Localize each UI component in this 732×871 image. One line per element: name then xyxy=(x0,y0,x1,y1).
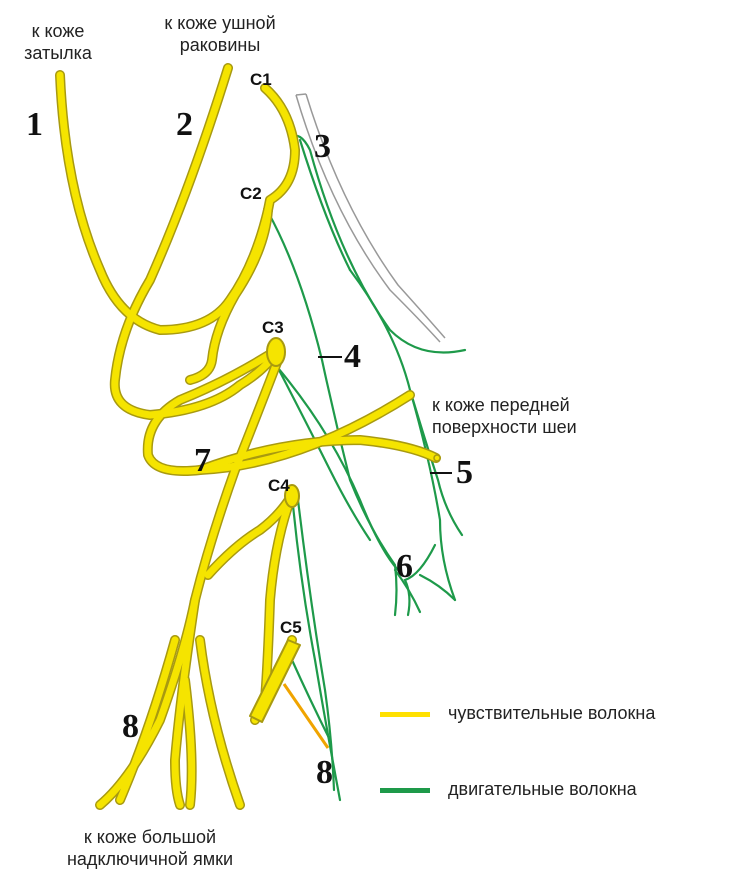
motor-branch-3 xyxy=(288,134,467,354)
caption-auricle-line2: раковины xyxy=(179,35,261,55)
label-3: 3 xyxy=(314,128,331,165)
label-1: 1 xyxy=(26,106,43,143)
segment-c1: C1 xyxy=(250,70,272,89)
label-2: 2 xyxy=(176,106,193,143)
caption-anterior-neck-line1: к коже передней xyxy=(432,395,570,415)
label-6: 6 xyxy=(396,548,413,585)
nerve-8-supraclavicular-d xyxy=(196,636,244,809)
nerve-8-supraclavicular-c xyxy=(116,636,179,804)
accessory-nerve xyxy=(295,93,446,343)
caption-occiput: к коже затылка xyxy=(8,20,108,64)
motor-ansa-6b xyxy=(403,543,437,617)
c5-root xyxy=(249,639,301,723)
c2-c3-loop xyxy=(186,206,272,384)
label-7: 7 xyxy=(194,442,211,479)
legend-motor-label: двигательные волокна xyxy=(448,779,637,799)
motor-branch-5-inner xyxy=(408,388,457,602)
c1-c2-loop xyxy=(261,84,299,214)
caption-auricle: к коже ушной раковины xyxy=(140,12,300,56)
pointer-8-bottom xyxy=(282,683,330,749)
segment-c5: C5 xyxy=(280,618,302,637)
segment-c2: C2 xyxy=(240,184,262,203)
segment-c4: C4 xyxy=(268,476,290,495)
label-4: 4 xyxy=(344,338,361,375)
anterior-neck-end xyxy=(433,454,441,462)
label-8-bottom: 8 xyxy=(316,754,333,791)
nerve-8-supraclavicular-b xyxy=(181,676,196,809)
caption-occiput-line2: затылка xyxy=(24,43,92,63)
nerve-8-supraclavicular-a xyxy=(171,596,199,809)
sensory-fibers xyxy=(55,63,441,810)
caption-supraclavicular-line1: к коже большой xyxy=(83,827,217,847)
label-8-left: 8 xyxy=(122,708,139,745)
caption-occiput-line1: к коже xyxy=(31,21,85,41)
motor-c3-branch-a xyxy=(276,366,400,572)
caption-supraclavicular: к коже большой надключичной ямки xyxy=(30,826,270,870)
motor-c5-branch xyxy=(290,658,332,742)
motor-branch-3b xyxy=(298,138,352,272)
caption-anterior-neck-line2: поверхности шеи xyxy=(432,417,577,437)
legend-sensory-label: чувствительные волокна xyxy=(448,703,656,723)
caption-anterior-neck: к коже передней поверхности шеи xyxy=(432,394,577,438)
segment-c3: C3 xyxy=(262,318,284,337)
c3-root xyxy=(266,337,286,367)
nerve-7-transverse-cervical xyxy=(144,344,414,475)
caption-supraclavicular-line2: надключичной ямки xyxy=(66,849,233,869)
motor-c4-branch-b xyxy=(296,498,336,792)
caption-auricle-line1: к коже ушной xyxy=(164,13,276,33)
motor-ansa-6c xyxy=(418,573,457,602)
motor-c3-branch-b xyxy=(276,366,372,542)
c4-descending xyxy=(261,491,296,704)
c4-branch xyxy=(204,491,296,579)
pointers xyxy=(318,356,452,474)
legend-sensory-swatch xyxy=(380,712,430,717)
nerve-2-great-auricular xyxy=(111,64,284,419)
c4-root xyxy=(284,484,300,508)
legend-motor-swatch xyxy=(380,788,430,793)
motor-fibers xyxy=(266,134,467,802)
label-5: 5 xyxy=(456,454,473,491)
